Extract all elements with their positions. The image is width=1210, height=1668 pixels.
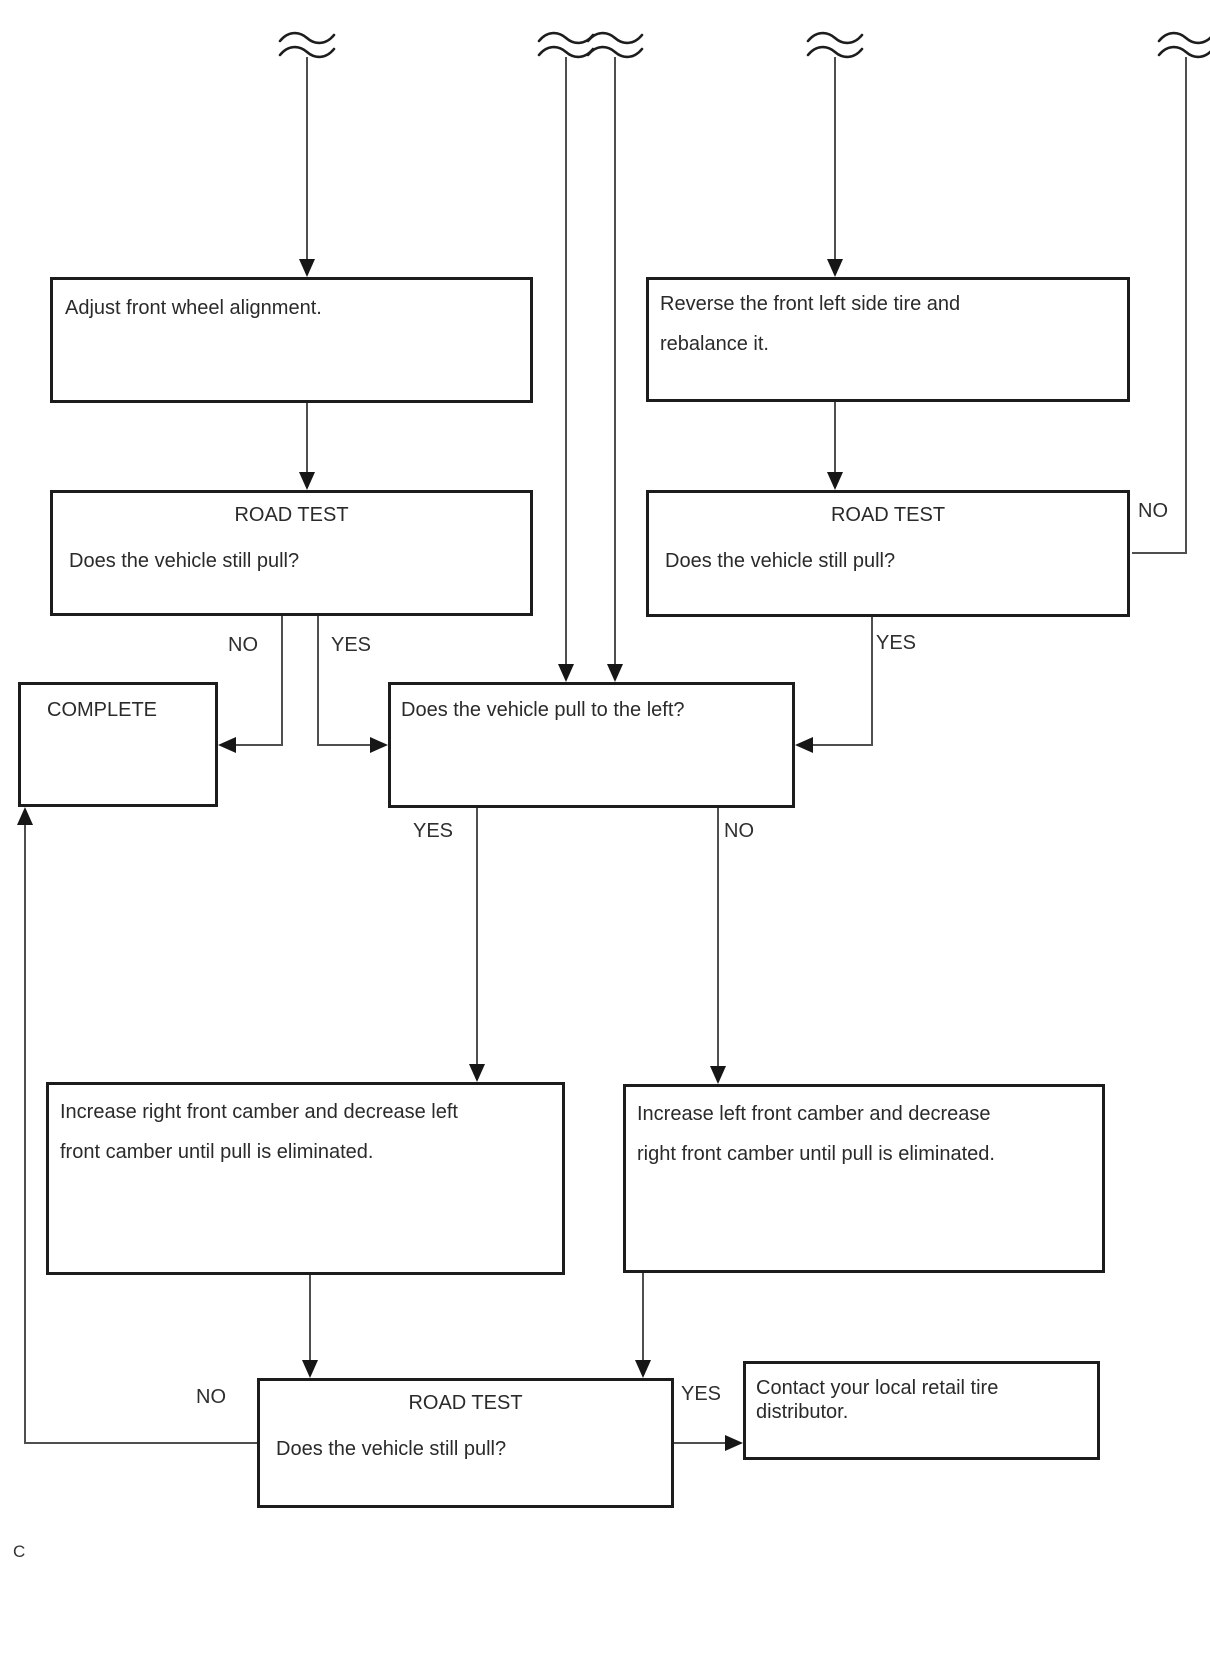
node-road-test-left-title: ROAD TEST — [234, 504, 349, 526]
node-road-test-bottom-title: ROAD TEST — [408, 1392, 523, 1414]
node-camber-right-line2: right front camber until pull is elimina… — [637, 1143, 995, 1165]
node-road-test-left: ROAD TEST Does the vehicle still pull? — [50, 490, 533, 616]
page-break-marks — [278, 31, 1210, 59]
break-mark-1 — [278, 31, 336, 59]
break-mark-4 — [806, 31, 864, 59]
node-camber-left: Increase right front camber and decrease… — [46, 1082, 565, 1275]
label-pull-left-yes: YES — [413, 820, 454, 842]
node-complete-text: COMPLETE — [47, 699, 158, 721]
node-reverse-tire: Reverse the front left side tire and reb… — [646, 277, 1130, 402]
arrow-into-camber-right — [710, 1066, 726, 1084]
node-pull-left-question-text: Does the vehicle pull to the left? — [401, 699, 685, 721]
arrow-into-road-test-bottom-left — [302, 1360, 318, 1378]
arrow-into-pull-left-top-2 — [607, 664, 623, 682]
node-camber-right-line1: Increase left front camber and decrease — [637, 1103, 991, 1125]
arrowheads — [17, 259, 843, 1451]
arrow-into-pull-left-left — [370, 737, 388, 753]
node-complete: COMPLETE — [18, 682, 218, 807]
label-road-test-bottom-no: NO — [196, 1386, 226, 1408]
node-road-test-bottom-question: Does the vehicle still pull? — [276, 1438, 507, 1460]
connector-road-test-left-no-to-complete — [226, 616, 283, 746]
arrow-into-complete-right — [218, 737, 236, 753]
label-road-test-left-yes: YES — [331, 634, 372, 656]
label-road-test-right-yes: YES — [876, 632, 917, 654]
label-road-test-bottom-yes: YES — [681, 1383, 722, 1405]
node-adjust-alignment-text: Adjust front wheel alignment. — [65, 297, 322, 319]
node-road-test-bottom: ROAD TEST Does the vehicle still pull? — [257, 1378, 674, 1508]
arrow-into-pull-left-top-1 — [558, 664, 574, 682]
page-footer-letter: C — [13, 1542, 26, 1561]
connector-road-test-right-yes-to-pull-left — [803, 617, 873, 746]
node-camber-left-line1: Increase right front camber and decrease… — [60, 1101, 458, 1123]
node-road-test-right: ROAD TEST Does the vehicle still pull? — [646, 490, 1130, 617]
node-reverse-tire-line2: rebalance it. — [660, 333, 769, 355]
arrow-into-camber-left — [469, 1064, 485, 1082]
arrow-into-reverse — [827, 259, 843, 277]
arrow-into-complete-bottom — [17, 807, 33, 825]
label-road-test-left-no: NO — [228, 634, 258, 656]
node-reverse-tire-line1: Reverse the front left side tire and — [660, 293, 961, 315]
node-road-test-right-question: Does the vehicle still pull? — [665, 550, 896, 572]
node-camber-left-line2: front camber until pull is eliminated. — [60, 1141, 374, 1163]
node-road-test-right-title: ROAD TEST — [830, 504, 946, 526]
node-road-test-left-question: Does the vehicle still pull? — [69, 550, 300, 572]
arrow-into-road-test-right — [827, 472, 843, 490]
node-contact-distributor: Contact your local retail tire distribut… — [743, 1361, 1100, 1460]
connector-road-test-left-yes-to-pull-left — [317, 616, 380, 746]
node-adjust-alignment: Adjust front wheel alignment. — [50, 277, 533, 403]
connector-road-test-bottom-no-to-complete — [24, 815, 257, 1444]
node-contact-distributor-text: Contact your local retail tire distribut… — [756, 1377, 999, 1423]
label-road-test-right-no: NO — [1138, 500, 1168, 522]
arrow-into-road-test-bottom-right — [635, 1360, 651, 1378]
node-camber-right: Increase left front camber and decrease … — [623, 1084, 1105, 1273]
break-mark-5 — [1157, 31, 1210, 59]
arrow-into-contact — [725, 1435, 743, 1451]
arrow-into-pull-left-right — [795, 737, 813, 753]
arrow-into-adjust — [299, 259, 315, 277]
break-mark-3 — [586, 31, 644, 59]
arrow-into-road-test-left — [299, 472, 315, 490]
node-pull-left-question: Does the vehicle pull to the left? — [388, 682, 795, 808]
break-mark-2 — [537, 31, 595, 59]
label-pull-left-no: NO — [724, 820, 754, 842]
connector-road-test-right-no-up — [1132, 57, 1187, 554]
